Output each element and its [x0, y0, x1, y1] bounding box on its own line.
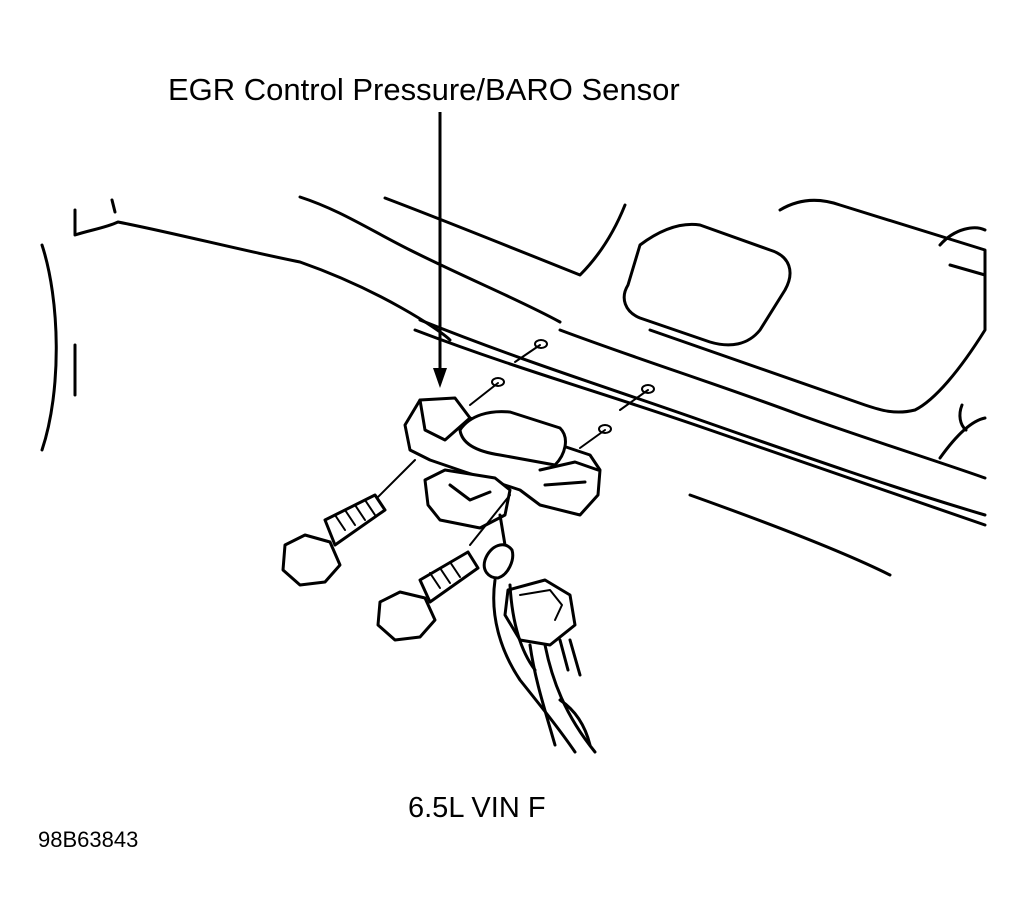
sensor-callout-label: EGR Control Pressure/BARO Sensor: [168, 72, 680, 107]
firewall-panel: [298, 195, 987, 577]
sensor-assembly: [403, 396, 602, 530]
fender-outline: [40, 198, 452, 452]
bolt-upper: [281, 459, 416, 587]
bolt-lower: [376, 494, 511, 642]
figure-id: 98B63843: [38, 827, 139, 852]
mounting-studs: [469, 339, 655, 449]
wiring-harness: [482, 513, 597, 754]
engine-label: 6.5L VIN F: [408, 792, 546, 824]
callout-arrow: [433, 112, 447, 388]
